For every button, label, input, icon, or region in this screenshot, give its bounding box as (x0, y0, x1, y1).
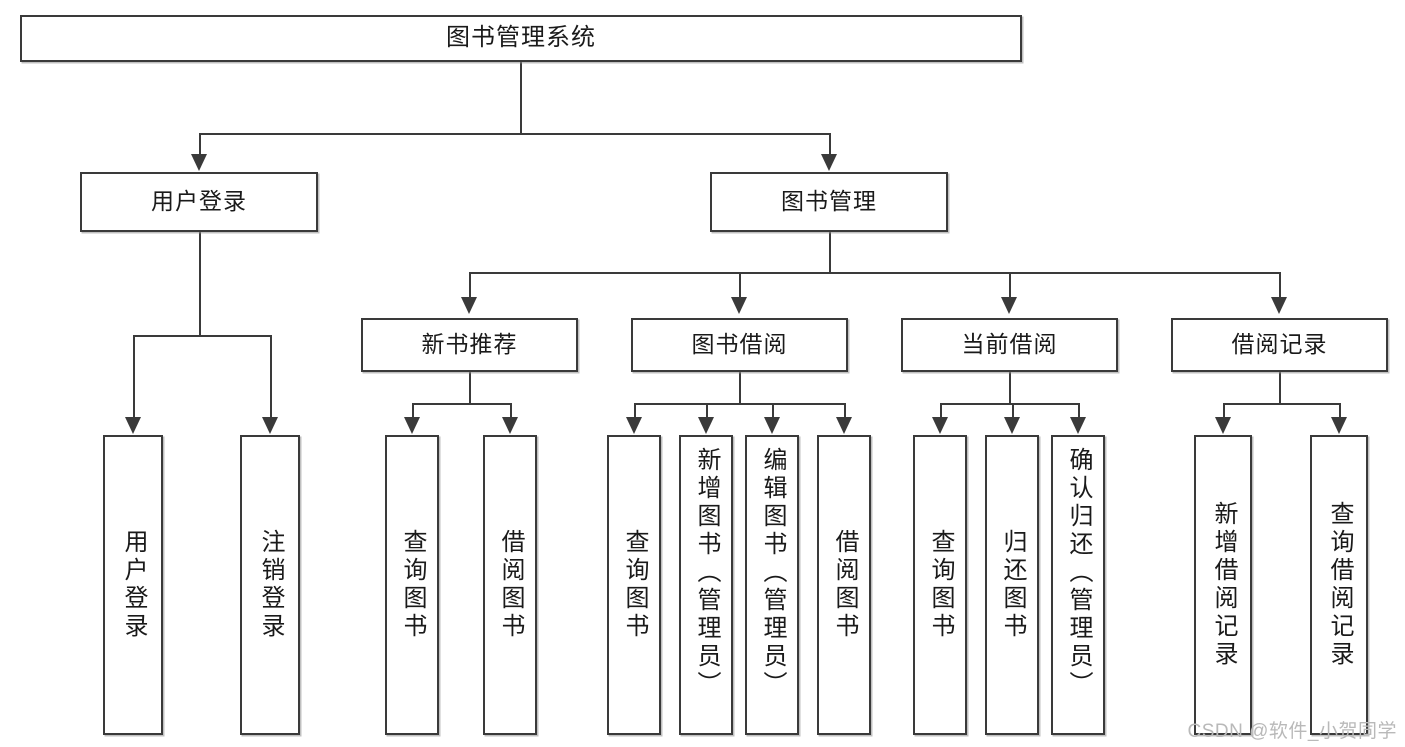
leaf-label: 新增图书（管理员） (692, 447, 720, 699)
node-leaf-add-book[interactable]: 新增图书（管理员） (679, 435, 733, 735)
node-leaf-query-book-current[interactable]: 查询图书 (913, 435, 967, 735)
connector-root-to-user-login (199, 133, 201, 155)
leaf-label: 查询图书 (926, 529, 954, 641)
node-leaf-borrow-book-recommend[interactable]: 借阅图书 (483, 435, 537, 735)
connector-br-to-leaf-2 (1339, 403, 1341, 418)
leaf-label: 归还图书 (998, 529, 1026, 641)
connector-root-bus (199, 133, 829, 135)
arrow-bb-to-leaf-1 (626, 417, 642, 434)
arrow-bb-to-leaf-2 (698, 417, 714, 434)
connector-br-to-leaf-1 (1223, 403, 1225, 418)
connector-cb-to-leaf-3 (1078, 403, 1080, 418)
node-leaf-edit-book[interactable]: 编辑图书（管理员） (745, 435, 799, 735)
connector-borrow-record-bus (1223, 403, 1339, 405)
leaf-label: 新增借阅记录 (1209, 501, 1237, 669)
connector-book-borrow-bus (634, 403, 844, 405)
connector-current-borrow-bus (940, 403, 1078, 405)
arrow-br-to-leaf-1 (1215, 417, 1231, 434)
node-borrow-record[interactable]: 借阅记录 (1171, 318, 1388, 372)
node-leaf-confirm-return[interactable]: 确认归还（管理员） (1051, 435, 1105, 735)
connector-bb-to-leaf-4 (844, 403, 846, 418)
node-book-management[interactable]: 图书管理 (710, 172, 948, 232)
connector-user-login-to-leaf-1 (133, 335, 135, 418)
node-leaf-borrow-book[interactable]: 借阅图书 (817, 435, 871, 735)
arrow-root-to-book-management (821, 154, 837, 171)
connector-book-management-bus (469, 272, 1280, 274)
node-leaf-query-book-recommend[interactable]: 查询图书 (385, 435, 439, 735)
connector-bm-to-new-book (469, 272, 471, 298)
connector-bm-to-borrow-record (1279, 272, 1281, 298)
arrow-cb-to-leaf-2 (1004, 417, 1020, 434)
arrow-user-login-to-leaf-2 (262, 417, 278, 434)
connector-new-book-stem (469, 372, 471, 403)
arrow-bm-to-borrow-record (1271, 297, 1287, 314)
arrow-root-to-user-login (191, 154, 207, 171)
arrow-bm-to-current-borrow (1001, 297, 1017, 314)
connector-root-stem (520, 62, 522, 133)
leaf-label: 查询借阅记录 (1325, 501, 1353, 669)
connector-book-management-stem (829, 232, 831, 272)
connector-bm-to-current-borrow (1009, 272, 1011, 298)
connector-cb-to-leaf-1 (940, 403, 942, 418)
connector-bb-to-leaf-3 (772, 403, 774, 418)
connector-bb-to-leaf-2 (706, 403, 708, 418)
connector-book-borrow-stem (739, 372, 741, 403)
node-leaf-query-book-borrow[interactable]: 查询图书 (607, 435, 661, 735)
connector-user-login-bus (133, 335, 270, 337)
connector-root-to-book-management (829, 133, 831, 155)
node-leaf-return-book[interactable]: 归还图书 (985, 435, 1039, 735)
arrow-user-login-to-leaf-1 (125, 417, 141, 434)
arrow-bm-to-new-book (461, 297, 477, 314)
arrow-nb-to-leaf-1 (404, 417, 420, 434)
connector-bm-to-book-borrow (739, 272, 741, 298)
node-leaf-user-logout[interactable]: 注销登录 (240, 435, 300, 735)
node-new-book-recommend[interactable]: 新书推荐 (361, 318, 578, 372)
node-leaf-add-borrow-record[interactable]: 新增借阅记录 (1194, 435, 1252, 735)
connector-nb-to-leaf-2 (510, 403, 512, 418)
connector-current-borrow-stem (1009, 372, 1011, 403)
node-leaf-query-borrow-record[interactable]: 查询借阅记录 (1310, 435, 1368, 735)
leaf-label: 用户登录 (119, 529, 147, 641)
arrow-bb-to-leaf-4 (836, 417, 852, 434)
leaf-label: 借阅图书 (496, 529, 524, 641)
leaf-label: 查询图书 (398, 529, 426, 641)
node-current-borrow[interactable]: 当前借阅 (901, 318, 1118, 372)
leaf-label: 查询图书 (620, 529, 648, 641)
arrow-cb-to-leaf-1 (932, 417, 948, 434)
leaf-label: 借阅图书 (830, 529, 858, 641)
node-root-system[interactable]: 图书管理系统 (20, 15, 1022, 62)
connector-new-book-bus (412, 403, 510, 405)
connector-bb-to-leaf-1 (634, 403, 636, 418)
connector-borrow-record-stem (1279, 372, 1281, 403)
connector-cb-to-leaf-2 (1012, 403, 1014, 418)
arrow-cb-to-leaf-3 (1070, 417, 1086, 434)
connector-user-login-stem (199, 232, 201, 335)
connector-user-login-to-leaf-2 (270, 335, 272, 418)
arrow-br-to-leaf-2 (1331, 417, 1347, 434)
node-leaf-user-login[interactable]: 用户登录 (103, 435, 163, 735)
leaf-label: 编辑图书（管理员） (758, 447, 786, 699)
node-user-login[interactable]: 用户登录 (80, 172, 318, 232)
arrow-bm-to-book-borrow (731, 297, 747, 314)
watermark-text: CSDN @软件_小贺同学 (1187, 721, 1397, 742)
leaf-label: 确认归还（管理员） (1064, 447, 1092, 699)
leaf-label: 注销登录 (256, 529, 284, 641)
node-book-borrow[interactable]: 图书借阅 (631, 318, 848, 372)
connector-nb-to-leaf-1 (412, 403, 414, 418)
arrow-nb-to-leaf-2 (502, 417, 518, 434)
arrow-bb-to-leaf-3 (764, 417, 780, 434)
